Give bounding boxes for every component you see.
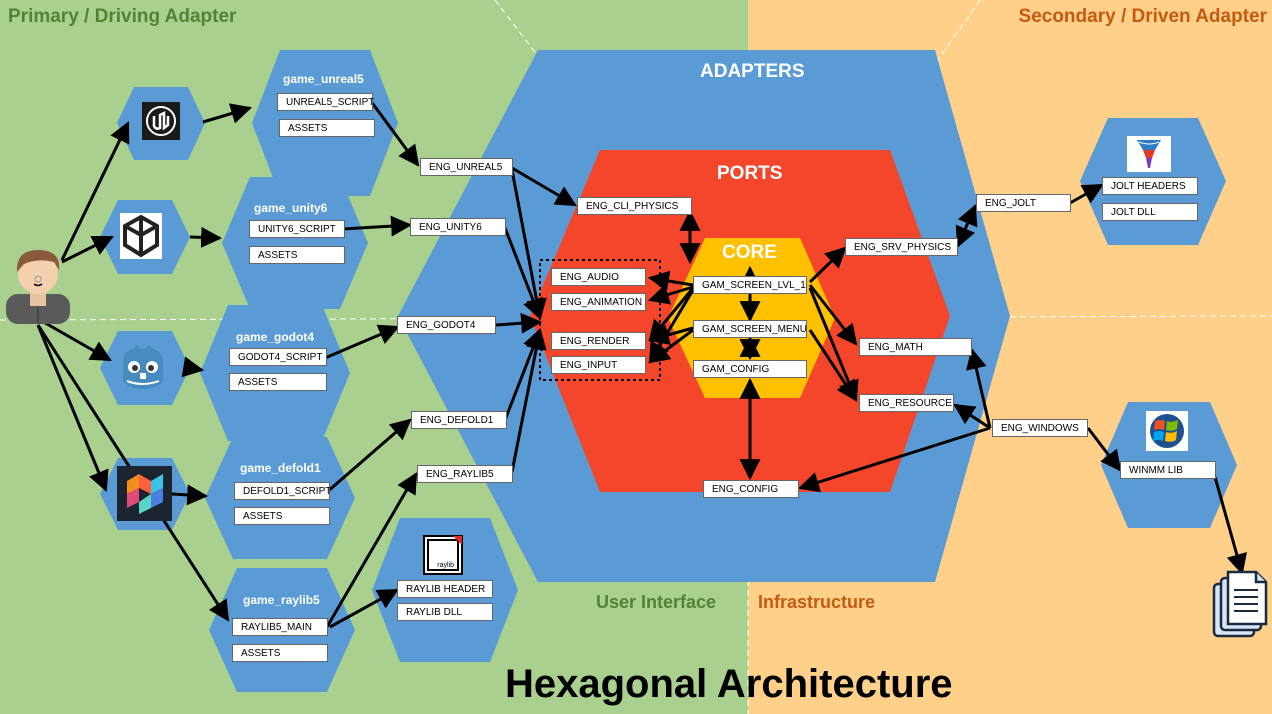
eng-defold1-box[interactable]: ENG_DEFOLD1 — [411, 411, 507, 429]
gam-config-box[interactable]: GAM_CONFIG — [693, 360, 807, 378]
infra-label: Infrastructure — [758, 592, 876, 612]
ui-label: User Interface — [596, 592, 717, 612]
defold1-script-box[interactable]: DEFOLD1_SCRIPT — [234, 482, 331, 500]
godot-icon — [123, 345, 163, 389]
gam-screen-lvl1-box[interactable]: GAM_SCREEN_LVL_1 — [693, 276, 807, 294]
eng-audio-box[interactable]: ENG_AUDIO — [551, 268, 646, 286]
game-raylib5-title: game_raylib5 — [243, 593, 320, 607]
eng-jolt-box[interactable]: ENG_JOLT — [976, 194, 1071, 212]
user-icon — [6, 250, 70, 324]
page-title: Hexagonal Architecture — [505, 662, 953, 706]
defold1-assets-box[interactable]: ASSETS — [234, 507, 330, 525]
eng-math-box[interactable]: ENG_MATH — [859, 338, 972, 356]
raylib-logo-text: raylib — [437, 562, 454, 569]
unreal5-script-box[interactable]: UNREAL5_SCRIPT — [277, 93, 374, 111]
eng-srv-physics-box[interactable]: ENG_SRV_PHYSICS — [845, 238, 958, 256]
gam-screen-menu-box[interactable]: GAM_SCREEN_MENU — [693, 320, 807, 338]
raylib-header-box[interactable]: RAYLIB HEADER — [397, 580, 493, 598]
defold-icon — [117, 466, 172, 521]
adapters-zone-title: ADAPTERS — [700, 61, 805, 82]
winmm-lib-box[interactable]: WINMM LIB — [1120, 461, 1216, 479]
godot4-script-box[interactable]: GODOT4_SCRIPT — [229, 348, 327, 366]
unreal5-assets-box[interactable]: ASSETS — [279, 119, 375, 137]
godot4-assets-box[interactable]: ASSETS — [229, 373, 327, 391]
game-godot4-title: game_godot4 — [236, 330, 315, 344]
eng-render-box[interactable]: ENG_RENDER — [551, 332, 646, 350]
unreal-engine-icon — [142, 102, 180, 140]
game-defold1-title: game_defold1 — [240, 461, 321, 475]
windows-icon — [1146, 411, 1188, 451]
eng-windows-box[interactable]: ENG_WINDOWS — [992, 419, 1088, 437]
unity-icon — [120, 213, 162, 259]
unity6-assets-box[interactable]: ASSETS — [249, 246, 345, 264]
unity6-script-box[interactable]: UNITY6_SCRIPT — [249, 220, 345, 238]
raylib-icon: raylib — [423, 535, 463, 575]
raylib5-main-box[interactable]: RAYLIB5_MAIN — [232, 618, 328, 636]
horizontal-divider — [0, 315, 1272, 321]
documents-icon — [1212, 570, 1268, 638]
hex-game-unity6 — [222, 177, 368, 309]
driven-adapter-heading: Secondary / Driven Adapter — [1018, 6, 1267, 27]
eng-unity6-box[interactable]: ENG_UNITY6 — [410, 218, 506, 236]
ports-zone-title: PORTS — [717, 163, 783, 184]
raylib5-assets-box[interactable]: ASSETS — [232, 644, 328, 662]
eng-cli-physics-box[interactable]: ENG_CLI_PHYSICS — [577, 197, 692, 215]
eng-godot4-box[interactable]: ENG_GODOT4 — [397, 316, 496, 334]
jolt-physics-icon — [1127, 136, 1171, 172]
eng-animation-box[interactable]: ENG_ANIMATION — [551, 293, 646, 311]
driving-adapter-heading: Primary / Driving Adapter — [8, 6, 237, 27]
eng-resource-box[interactable]: ENG_RESOURCE — [859, 394, 954, 412]
jolt-dll-box[interactable]: JOLT DLL — [1102, 203, 1198, 221]
core-zone-title: CORE — [722, 242, 777, 263]
raylib-dll-box[interactable]: RAYLIB DLL — [397, 603, 493, 621]
jolt-headers-box[interactable]: JOLT HEADERS — [1102, 177, 1198, 195]
eng-raylib5-box[interactable]: ENG_RAYLIB5 — [417, 465, 513, 483]
bidirectional-arrows — [679, 204, 978, 481]
eng-input-box[interactable]: ENG_INPUT — [551, 356, 646, 374]
game-unreal5-title: game_unreal5 — [283, 72, 364, 86]
eng-config-box[interactable]: ENG_CONFIG — [703, 480, 799, 498]
game-unity6-title: game_unity6 — [254, 201, 328, 215]
eng-unreal5-box[interactable]: ENG_UNREAL5 — [420, 158, 513, 176]
